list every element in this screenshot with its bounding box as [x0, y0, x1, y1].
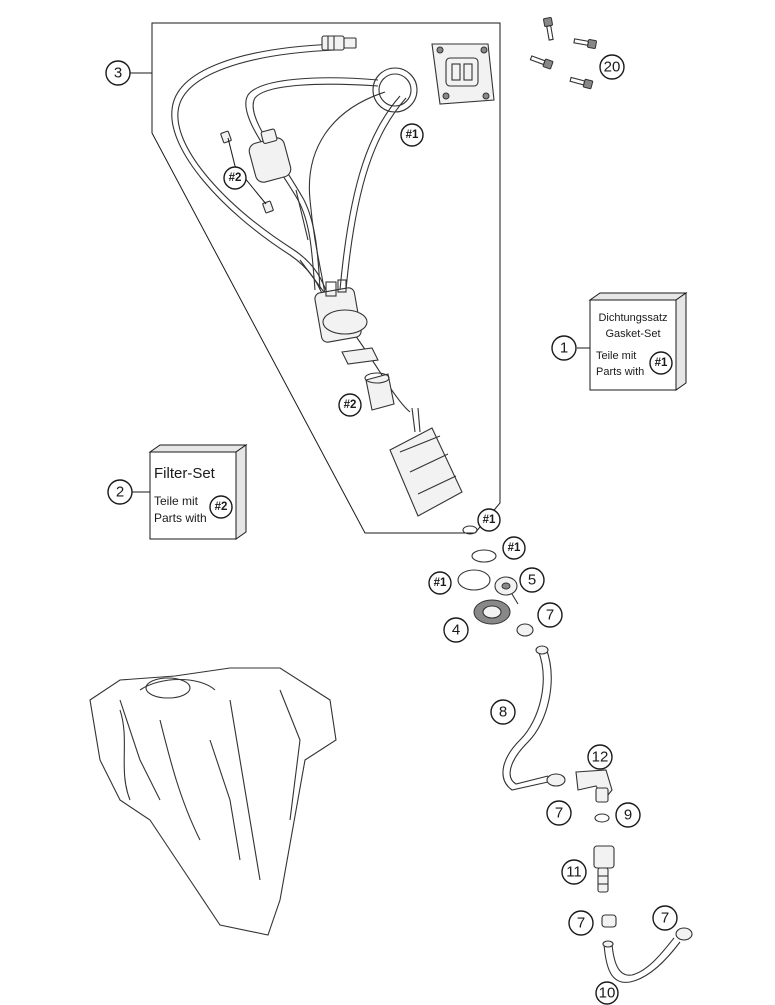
- callout-9: 9: [615, 802, 641, 828]
- callout-7-upper: 7: [537, 602, 563, 628]
- hose-clamp-mid: [546, 773, 566, 787]
- gasket-set-ref: #1: [655, 357, 668, 369]
- filter-set-ref: #2: [215, 501, 228, 513]
- o-ring: [594, 813, 610, 823]
- ref-1-seal-c-label: #1: [434, 577, 447, 589]
- leader-lines: [130, 72, 590, 493]
- callout-10: 10: [595, 981, 619, 1005]
- callout-3: 3: [105, 60, 131, 86]
- filter-set-box: Filter-Set Teile mit Parts with #2: [148, 444, 248, 540]
- callout-7-lower-right-label: 7: [661, 910, 669, 927]
- filter-set-line1: Teile mit: [154, 494, 199, 508]
- seal-rings: [457, 525, 497, 591]
- callout-2-label: 2: [116, 484, 124, 501]
- callout-3-label: 3: [114, 65, 122, 82]
- ref-2-filter-label: #2: [229, 172, 242, 184]
- elbow-fitting: [575, 769, 613, 803]
- tank-nipple: [494, 576, 519, 605]
- ref-1-seal-c: #1: [428, 571, 452, 595]
- callout-4-label: 4: [452, 622, 460, 639]
- screw-set: [529, 17, 597, 90]
- filter-set-line2: Parts with: [154, 511, 207, 525]
- callout-12: 12: [587, 744, 613, 770]
- fuel-hose-lower: [602, 937, 681, 983]
- ref-1-seal-a-label: #1: [483, 514, 496, 526]
- hose-clamp-lower-right: [675, 927, 693, 941]
- gasket-set-line1: Teile mit: [596, 350, 636, 362]
- callout-1: 1: [551, 335, 577, 361]
- pump-regulator: [314, 279, 379, 365]
- fuel-tank: [89, 667, 337, 936]
- ref-2-filter: #2: [223, 166, 247, 190]
- callout-5-label: 5: [528, 572, 536, 589]
- callout-8: 8: [490, 699, 516, 725]
- ref-2-sleeve-label: #2: [344, 399, 357, 411]
- quick-coupling: [593, 845, 615, 893]
- ref-1-seal-a: #1: [477, 508, 501, 532]
- callout-7-lower-left-label: 7: [577, 915, 585, 932]
- callout-2: 2: [107, 479, 133, 505]
- callout-11-label: 11: [566, 864, 582, 881]
- callout-7-upper-label: 7: [546, 607, 554, 624]
- callout-20-label: 20: [604, 59, 621, 76]
- callout-20: 20: [599, 54, 625, 80]
- callout-7-lower-left: 7: [568, 910, 594, 936]
- fuel-hose: [502, 645, 552, 791]
- tank-nut: [473, 599, 511, 625]
- hose-clamp-upper: [516, 623, 534, 637]
- callout-5: 5: [519, 567, 545, 593]
- callout-12-label: 12: [592, 749, 609, 766]
- ref-1-seal-b: #1: [502, 536, 526, 560]
- callout-8-label: 8: [499, 704, 507, 721]
- connector-plug: [321, 35, 357, 51]
- callout-11: 11: [561, 859, 587, 885]
- ref-2-sleeve: #2: [338, 393, 362, 417]
- filter-set-title: Filter-Set: [154, 465, 216, 482]
- callout-7-mid: 7: [546, 800, 572, 826]
- hose-clamp-lower-left: [601, 914, 617, 928]
- pump-flange: [431, 43, 495, 105]
- callout-1-label: 1: [560, 340, 568, 357]
- ref-1-flange: #1: [400, 123, 424, 147]
- callout-7-lower-right: 7: [652, 905, 678, 931]
- callout-4: 4: [443, 617, 469, 643]
- flange-gasket-ring: [372, 67, 418, 113]
- callout-10-label: 10: [599, 985, 616, 1002]
- gasket-set-box: Dichtungssatz Gasket-Set Teile mit Parts…: [588, 292, 688, 391]
- gasket-set-title-en: Gasket-Set: [605, 328, 660, 340]
- ref-1-seal-b-label: #1: [508, 542, 521, 554]
- callout-9-label: 9: [624, 807, 632, 824]
- ref-1-flange-label: #1: [406, 129, 419, 141]
- callout-7-mid-label: 7: [555, 805, 563, 822]
- fuel-filter: [220, 128, 309, 241]
- gasket-set-line2: Parts with: [596, 366, 644, 378]
- gasket-set-title-de: Dichtungssatz: [598, 312, 667, 324]
- filter-sleeve: [364, 372, 395, 411]
- fuel-pump-body: [389, 407, 463, 517]
